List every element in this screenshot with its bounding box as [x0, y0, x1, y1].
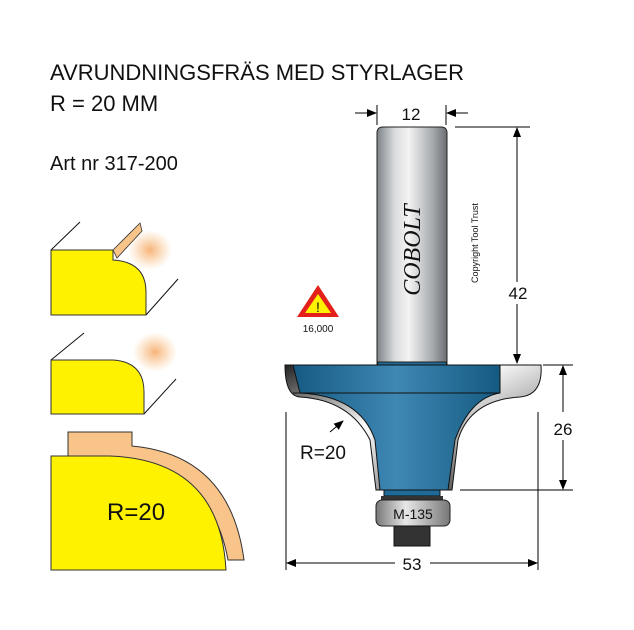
shank-length-label: 42	[509, 284, 528, 303]
profile-illustration-2	[50, 332, 177, 415]
article-number: Art nr 317-200	[50, 153, 178, 175]
profile-radius-label: R=20	[107, 499, 165, 526]
router-bit: M-135 COBOLT Copyright Tool Trust	[284, 126, 542, 547]
max-rpm-label: 16,000	[303, 324, 334, 335]
cutting-height-label: 26	[554, 420, 573, 439]
bit-radius-label: R=20	[300, 443, 346, 464]
bearing-label: M-135	[393, 506, 433, 522]
title-line-2: R = 20 MM	[50, 91, 158, 116]
shank-diameter-label: 12	[402, 105, 421, 124]
profile-illustration-1	[50, 221, 179, 316]
brand-logo: COBOLT	[400, 203, 426, 296]
profile-detail: R=20	[50, 431, 245, 571]
copyright-text: Copyright Tool Trust	[470, 203, 480, 283]
cutting-diameter-label: 53	[403, 555, 422, 574]
max-rpm-warning: ! 16,000	[297, 285, 339, 335]
dimension-lines	[285, 105, 573, 570]
title-line-1: AVRUNDNINGSFRÄS MED STYRLAGER	[50, 60, 464, 85]
warning-triangle-icon: !	[316, 299, 320, 315]
